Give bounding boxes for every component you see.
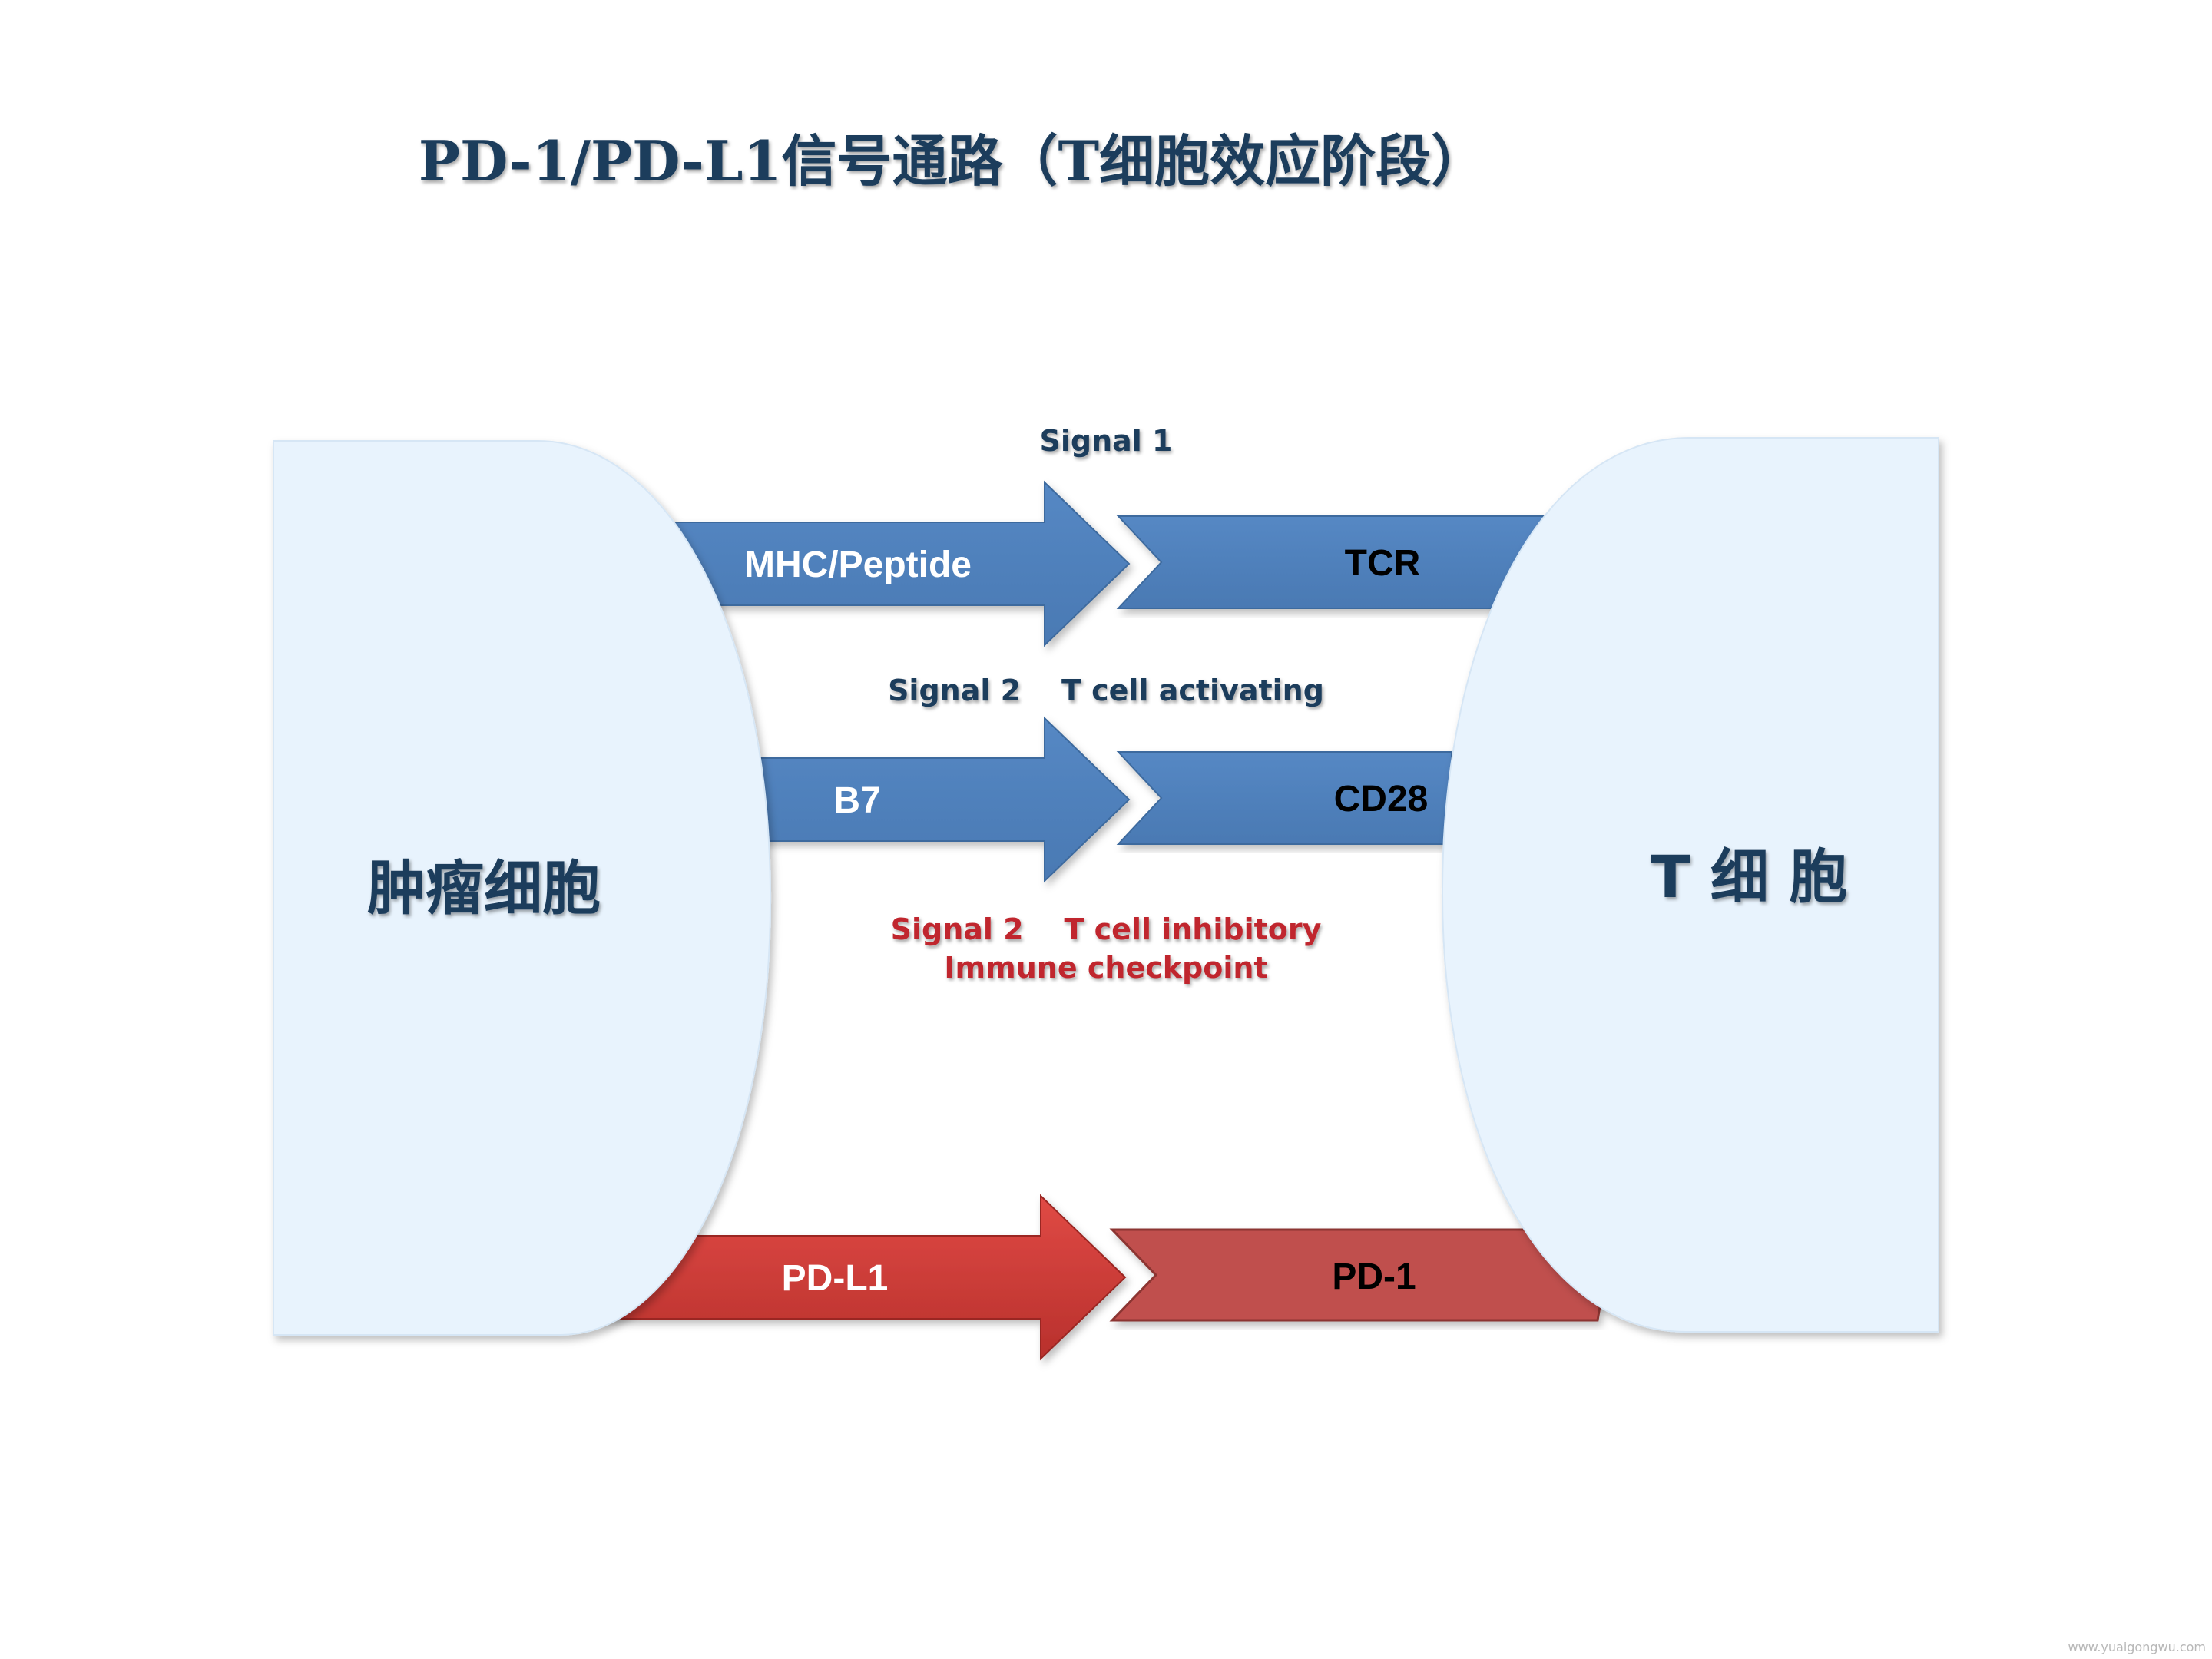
pd-l1-label: PD-L1 (782, 1258, 889, 1299)
signal2-receptor-arrow (1116, 751, 1452, 845)
signal1-label: Signal 1 (1040, 424, 1173, 458)
mhc-peptide-label: MHC/Peptide (744, 545, 972, 585)
signal1-ligand-arrow (660, 480, 1131, 647)
inhibitory-ligand-arrow (598, 1194, 1127, 1361)
t-cell (1441, 437, 1939, 1333)
b7-label: B7 (833, 780, 880, 821)
signal2-ligand-arrow (760, 716, 1131, 883)
pd-1-label: PD-1 (1332, 1257, 1416, 1297)
cd28-label: CD28 (1334, 779, 1429, 820)
tumor-cell-label: 肿瘤细胞 (367, 854, 601, 922)
tcr-label: TCR (1345, 543, 1421, 584)
t-cell-label: T 细 胞 (1651, 843, 1848, 911)
watermark: www.yuaigongwu.com (2068, 1640, 2206, 1654)
signal2-inhibitory-label: Signal 2 T cell inhibitory (891, 912, 1322, 946)
signal1-receptor-arrow (1116, 515, 1552, 609)
tumor-cell (273, 440, 772, 1336)
diagram-title: PD-1/PD-L1信号通路（T细胞效应阶段） (419, 128, 1486, 194)
immune-checkpoint-label: Immune checkpoint (944, 951, 1267, 985)
signal2-activating-label: Signal 2 T cell activating (888, 674, 1324, 707)
